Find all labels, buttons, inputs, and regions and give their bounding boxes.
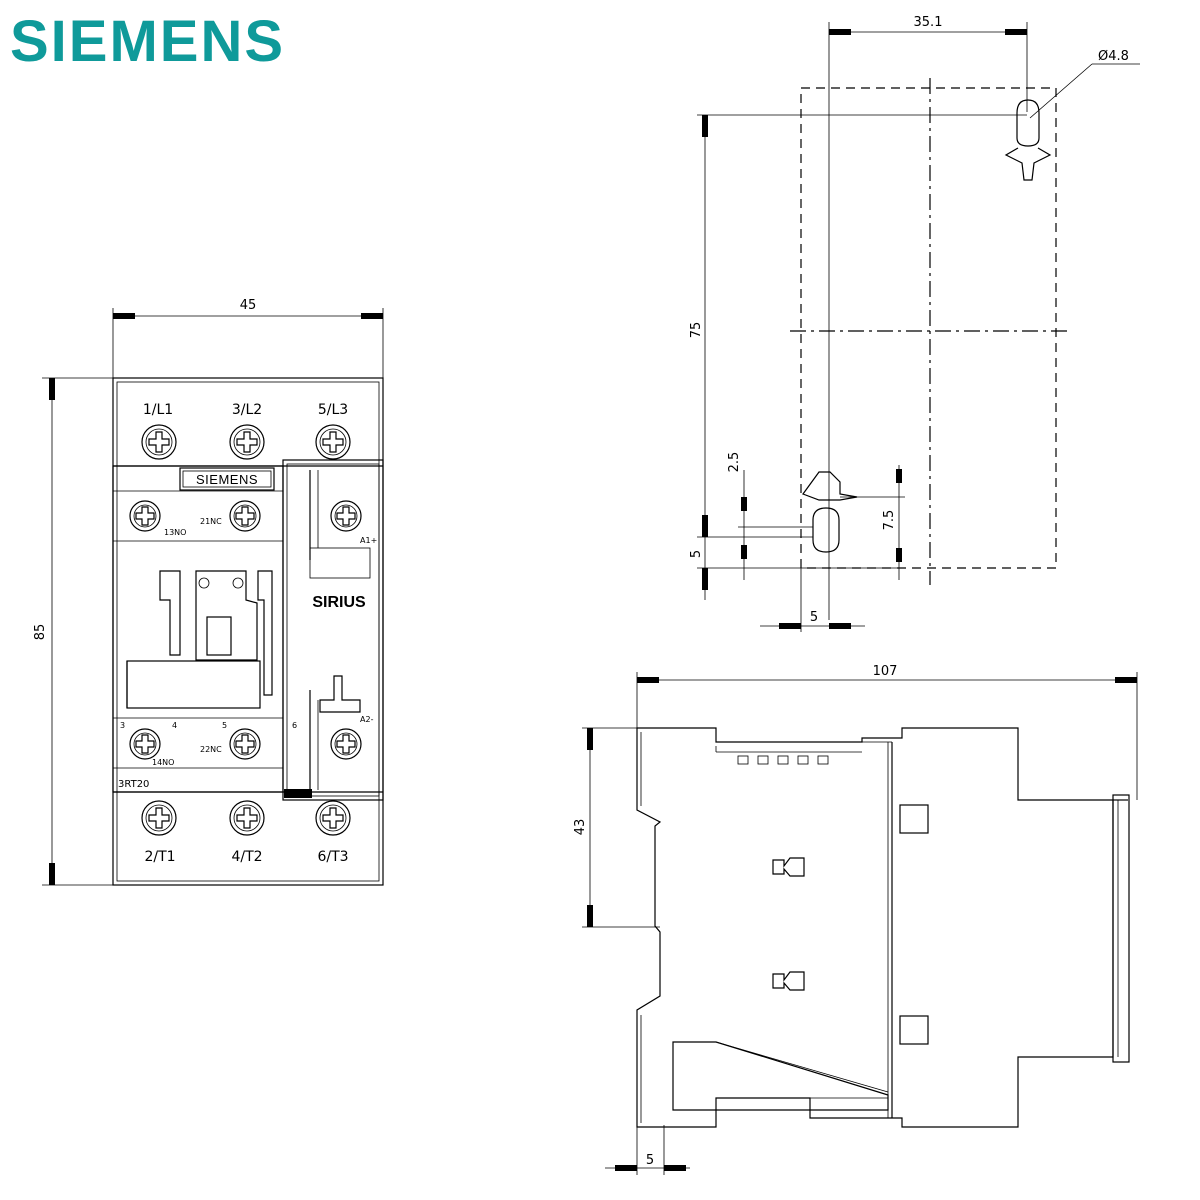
dim-2-5: 2.5 [727, 452, 742, 473]
front-width-dim: 45 [240, 298, 257, 313]
terminal-screw-3-l2 [229, 424, 265, 460]
terminal-label-2-t1: 2/T1 [144, 849, 175, 865]
siemens-logo: SIEMENS [10, 9, 286, 74]
terminal-number-3: 3 [120, 721, 125, 730]
terminal-screw-4-t2 [229, 800, 265, 836]
horizontal-5-dim: 5 [810, 610, 818, 625]
terminal-screw-5-l3 [315, 424, 351, 460]
terminal-number-4: 4 [172, 721, 177, 730]
aux-screw-13 [129, 500, 161, 532]
type-code-label: 3RT20 [118, 779, 149, 790]
terminal-number-6: 6 [292, 721, 297, 730]
front-view: 45 85 SIEMENS 1/L1 3/L2 5/L3 [33, 298, 384, 886]
terminal-screw-1-l1 [141, 424, 177, 460]
terminal-screw-2-t1 [141, 800, 177, 836]
aux-screw-22 [229, 728, 261, 760]
terminal-label-6-t3: 6/T3 [317, 849, 348, 865]
aux-label-14no: 14NO [152, 758, 174, 767]
vertical-spacing-dim: 75 [689, 322, 704, 339]
terminal-screw-6-t3 [315, 800, 351, 836]
product-label-sirius: SIRIUS [312, 594, 366, 611]
terminal-number-5: 5 [222, 721, 227, 730]
coil-screw-a2 [330, 728, 362, 760]
hole-spacing-dim: 35.1 [914, 15, 943, 30]
terminal-label-4-t2: 4/T2 [231, 849, 262, 865]
side-view: 107 43 5 [573, 664, 1138, 1175]
dim-7-5: 7.5 [882, 510, 897, 531]
aux-screw-14 [129, 728, 161, 760]
nameplate-label: SIEMENS [196, 472, 258, 487]
hole-diameter-label: Ø4.8 [1098, 49, 1129, 64]
coil-screw-a1 [330, 500, 362, 532]
terminal-label-1-l1: 1/L1 [143, 402, 173, 418]
coil-label-a2: A2- [360, 715, 374, 724]
front-height-dim: 85 [33, 624, 48, 641]
depth-dim: 107 [873, 664, 898, 679]
side-height-dim: 43 [573, 819, 588, 836]
aux-label-21nc: 21NC [200, 517, 222, 526]
aux-label-22nc: 22NC [200, 745, 222, 754]
terminal-label-5-l3: 5/L3 [318, 402, 348, 418]
terminal-label-3-l2: 3/L2 [232, 402, 262, 418]
coil-label-a1: A1+ [360, 536, 377, 545]
side-offset-dim: 5 [646, 1153, 654, 1168]
vertical-5-dim: 5 [689, 550, 704, 558]
aux-label-13no: 13NO [164, 528, 186, 537]
aux-screw-21 [229, 500, 261, 532]
mounting-view: 35.1 Ø4.8 75 5 2.5 7.5 [689, 15, 1140, 632]
